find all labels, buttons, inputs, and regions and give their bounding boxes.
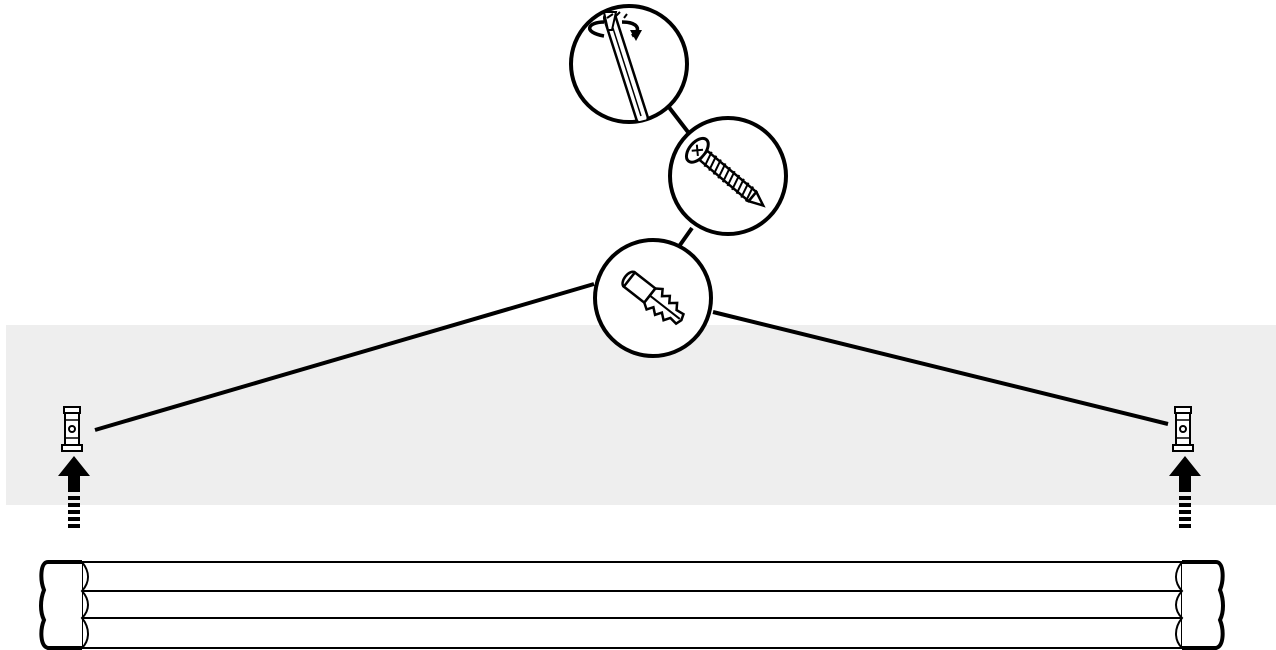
bracket-right-icon [1172,406,1194,452]
step-screw [668,116,788,236]
step-plug [593,238,713,358]
arrow-up-right-icon [1169,456,1201,528]
screwdriver-rotate-icon [588,11,649,122]
screw-icon [684,136,766,208]
blind-rail-icon [39,560,1225,650]
arrow-up-left-icon [58,456,90,528]
step-drill [569,4,689,124]
connector-screw-plug [678,226,694,247]
leader-line-left [94,282,595,432]
bracket-left-icon [61,406,83,452]
connector-drill-screw [666,104,690,134]
leader-line-right [712,310,1169,426]
wall-plug-icon [621,270,686,326]
